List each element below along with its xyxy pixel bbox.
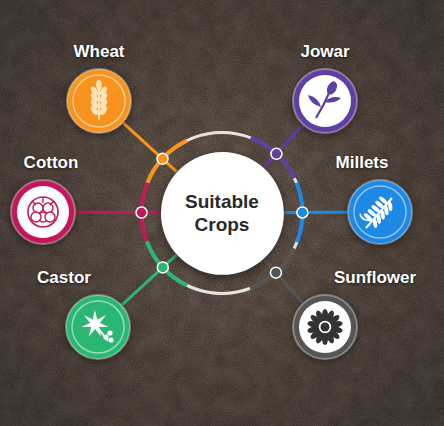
icon-disc [354, 186, 406, 238]
icon-ring [11, 180, 75, 244]
hub-disc [161, 152, 284, 275]
connector-line [122, 255, 176, 305]
crop-label: Millets [336, 153, 389, 173]
ring-track [142, 133, 303, 294]
ring-dot [136, 207, 147, 218]
crop-symbol [360, 195, 393, 228]
crop-icon: Millets [347, 179, 413, 245]
icon-disc [17, 186, 69, 238]
connector-line [283, 211, 347, 214]
icon-ring [66, 295, 130, 359]
crop-symbol [28, 197, 58, 227]
icon-ring [293, 69, 357, 133]
crop-icon: Castor [65, 294, 131, 360]
crop-icon: Sunflower [292, 294, 358, 360]
hub-outline [161, 152, 284, 275]
ring-dot [271, 148, 282, 159]
crop-label: Cotton [24, 153, 79, 173]
crop-label: Jowar [300, 42, 349, 62]
ring-dot [297, 207, 308, 218]
icon-outline [65, 294, 131, 360]
icon-disc [299, 75, 351, 127]
hub-title: Suitable Crops [176, 190, 268, 236]
icon-disc [299, 301, 351, 353]
hub-circle: Suitable Crops [161, 152, 284, 275]
connector-line [123, 123, 176, 171]
icon-disc [72, 301, 124, 353]
crop-label: Castor [37, 268, 91, 288]
icon-outline [292, 68, 358, 134]
crop-symbol [308, 80, 341, 118]
icon-ring [348, 180, 412, 244]
crop-label: Wheat [74, 42, 125, 62]
ring-dot [157, 262, 168, 273]
icon-outline [66, 68, 132, 134]
crop-symbol [81, 310, 113, 343]
icon-outline [10, 179, 76, 245]
crop-icon: Jowar [292, 68, 358, 134]
crop-icon: Cotton [10, 179, 76, 245]
icon-outline [347, 179, 413, 245]
crop-label: Sunflower [334, 268, 416, 288]
icon-ring [67, 69, 131, 133]
crop-symbol [89, 80, 108, 120]
icon-ring [293, 295, 357, 359]
icon-outline [292, 294, 358, 360]
crop-icon: Wheat [66, 68, 132, 134]
connector-line [76, 211, 161, 214]
ring-dot [157, 153, 168, 164]
connector-line [263, 259, 303, 303]
crop-symbol [307, 309, 343, 345]
icon-disc [73, 75, 125, 127]
connector-line [264, 125, 303, 167]
hub-ring [140, 133, 305, 294]
ring-dot [270, 267, 281, 278]
